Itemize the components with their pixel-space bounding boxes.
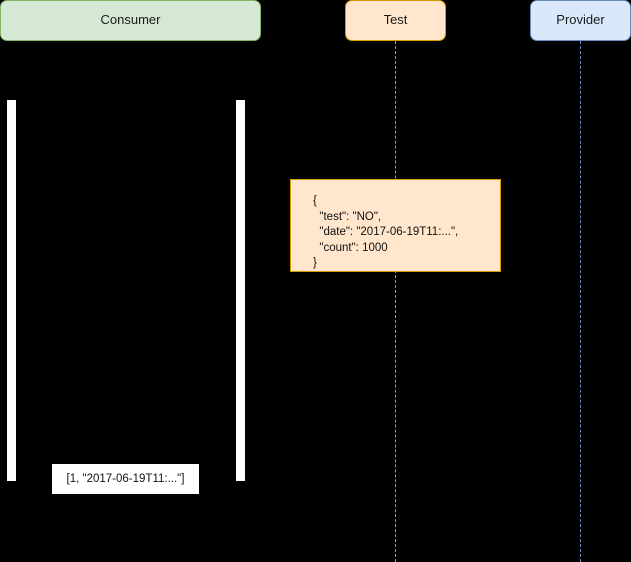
json-payload-text: { "test": "NO", "date": "2017-06-19T11:.… <box>313 195 459 269</box>
participant-test-label: Test <box>383 12 408 28</box>
lifeline-test <box>395 41 396 562</box>
result-note-box[interactable]: [1, "2017-06-19T11:..."] <box>51 463 200 495</box>
participant-test[interactable]: Test <box>345 0 446 41</box>
participant-consumer[interactable]: Consumer <box>0 0 261 41</box>
participant-provider-label: Provider <box>556 12 605 28</box>
participant-provider[interactable]: Provider <box>530 0 631 41</box>
result-note-text: [1, "2017-06-19T11:..."] <box>66 473 185 485</box>
lifeline-provider <box>580 41 581 562</box>
activation-bar-left <box>7 100 16 481</box>
json-payload-box[interactable]: { "test": "NO", "date": "2017-06-19T11:.… <box>290 179 501 272</box>
activation-bar-right <box>236 100 245 481</box>
participant-consumer-label: Consumer <box>100 12 161 28</box>
